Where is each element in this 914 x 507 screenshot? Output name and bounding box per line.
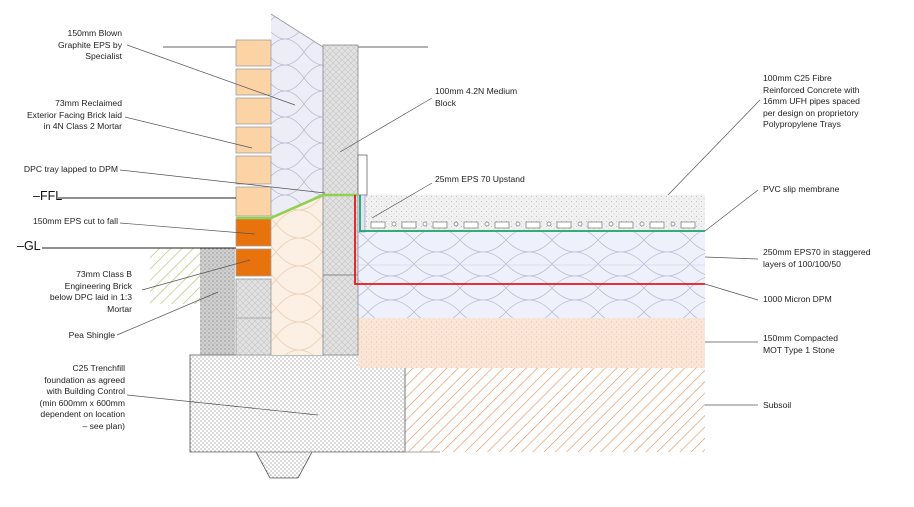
label-hardcore: 150mm Compacted MOT Type 1 Stone xyxy=(763,333,838,355)
dpm xyxy=(354,195,705,285)
dpc-tray xyxy=(236,193,358,220)
label-slip-membrane: PVC slip membrane xyxy=(763,184,840,194)
gl-label: GL xyxy=(23,239,41,253)
label-screed: 100mm C25 Fibre Reinforced Concrete with… xyxy=(763,73,860,129)
label-trenchfill: C25 Trenchfill foundation as agreed with… xyxy=(39,363,125,431)
hardcore-layer xyxy=(358,318,705,368)
cavity-blown-eps xyxy=(271,14,323,218)
label-blown-eps: 150mm Blown Graphite EPS by Specialist xyxy=(57,28,122,61)
label-upstand: 25mm EPS 70 Upstand xyxy=(435,174,525,184)
label-pea-shingle: Pea Shingle xyxy=(68,330,115,340)
facing-brick-courses xyxy=(235,39,272,217)
label-dpm: 1000 Micron DPM xyxy=(763,294,832,304)
label-facing-brick: 73mm Reclaimed Exterior Facing Brick lai… xyxy=(26,98,122,131)
label-floor-eps: 250mm EPS70 in staggered layers of 100/1… xyxy=(763,247,871,269)
trenchfill-foundation xyxy=(189,354,406,479)
pvc-slip-membrane xyxy=(359,195,705,232)
eps-upstand xyxy=(357,194,366,233)
pea-shingle xyxy=(200,248,235,356)
label-medium-block: 100mm 4.2N Medium Block xyxy=(435,86,518,108)
brick-below-ground xyxy=(235,278,272,356)
label-dpc-tray: DPC tray lapped to DPM xyxy=(23,164,118,174)
skirting xyxy=(357,154,368,196)
leader-lines xyxy=(116,44,761,416)
ffl-marker: –FFL xyxy=(33,189,63,203)
floor-eps xyxy=(358,232,705,318)
ufh-pipes xyxy=(370,221,696,229)
cavity-eps-below-dpc xyxy=(271,195,323,355)
ffl-label: FFL xyxy=(39,189,63,203)
engineering-brick-courses xyxy=(235,218,272,277)
gl-marker: –GL xyxy=(17,239,41,253)
inner-block-wall xyxy=(322,44,359,356)
label-engineering-brick: 73mm Class B Engineering Brick below DPC… xyxy=(49,269,132,314)
subsoil xyxy=(405,368,705,452)
label-subsoil: Subsoil xyxy=(763,400,792,410)
label-eps-cut: 150mm EPS cut to fall xyxy=(32,216,118,226)
